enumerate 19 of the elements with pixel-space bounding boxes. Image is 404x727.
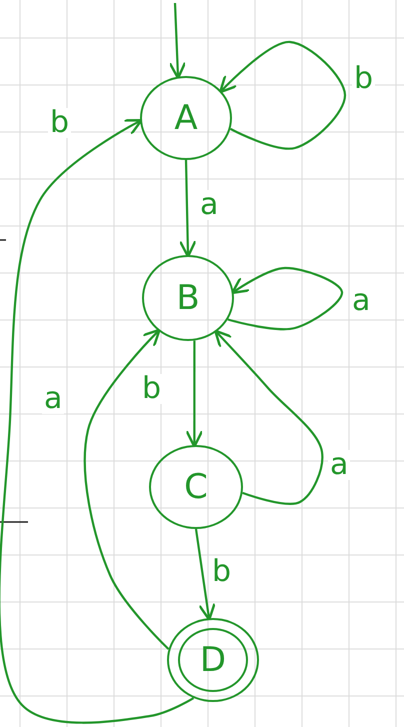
- state-name: D: [200, 643, 226, 677]
- edge-label: a: [328, 450, 350, 480]
- transition-arrow: [228, 266, 344, 330]
- edge-label: b: [48, 108, 72, 138]
- transition-arrow: [185, 340, 204, 448]
- state-name: A: [174, 101, 198, 135]
- accepting-state-circle: [167, 618, 259, 702]
- transition-arrow: [178, 160, 197, 258]
- state-name: C: [184, 470, 208, 504]
- transition-arrow: [214, 330, 324, 505]
- state-circle: [140, 76, 232, 160]
- transition-arrow: [194, 528, 216, 621]
- state-name: B: [176, 281, 200, 315]
- transition-arrow: [0, 118, 194, 724]
- transition-arrow: [218, 40, 346, 150]
- transition-arrow: [168, 2, 186, 80]
- state-circle: [142, 255, 234, 341]
- state-circle: [149, 445, 243, 529]
- transition-arrow: [84, 328, 170, 650]
